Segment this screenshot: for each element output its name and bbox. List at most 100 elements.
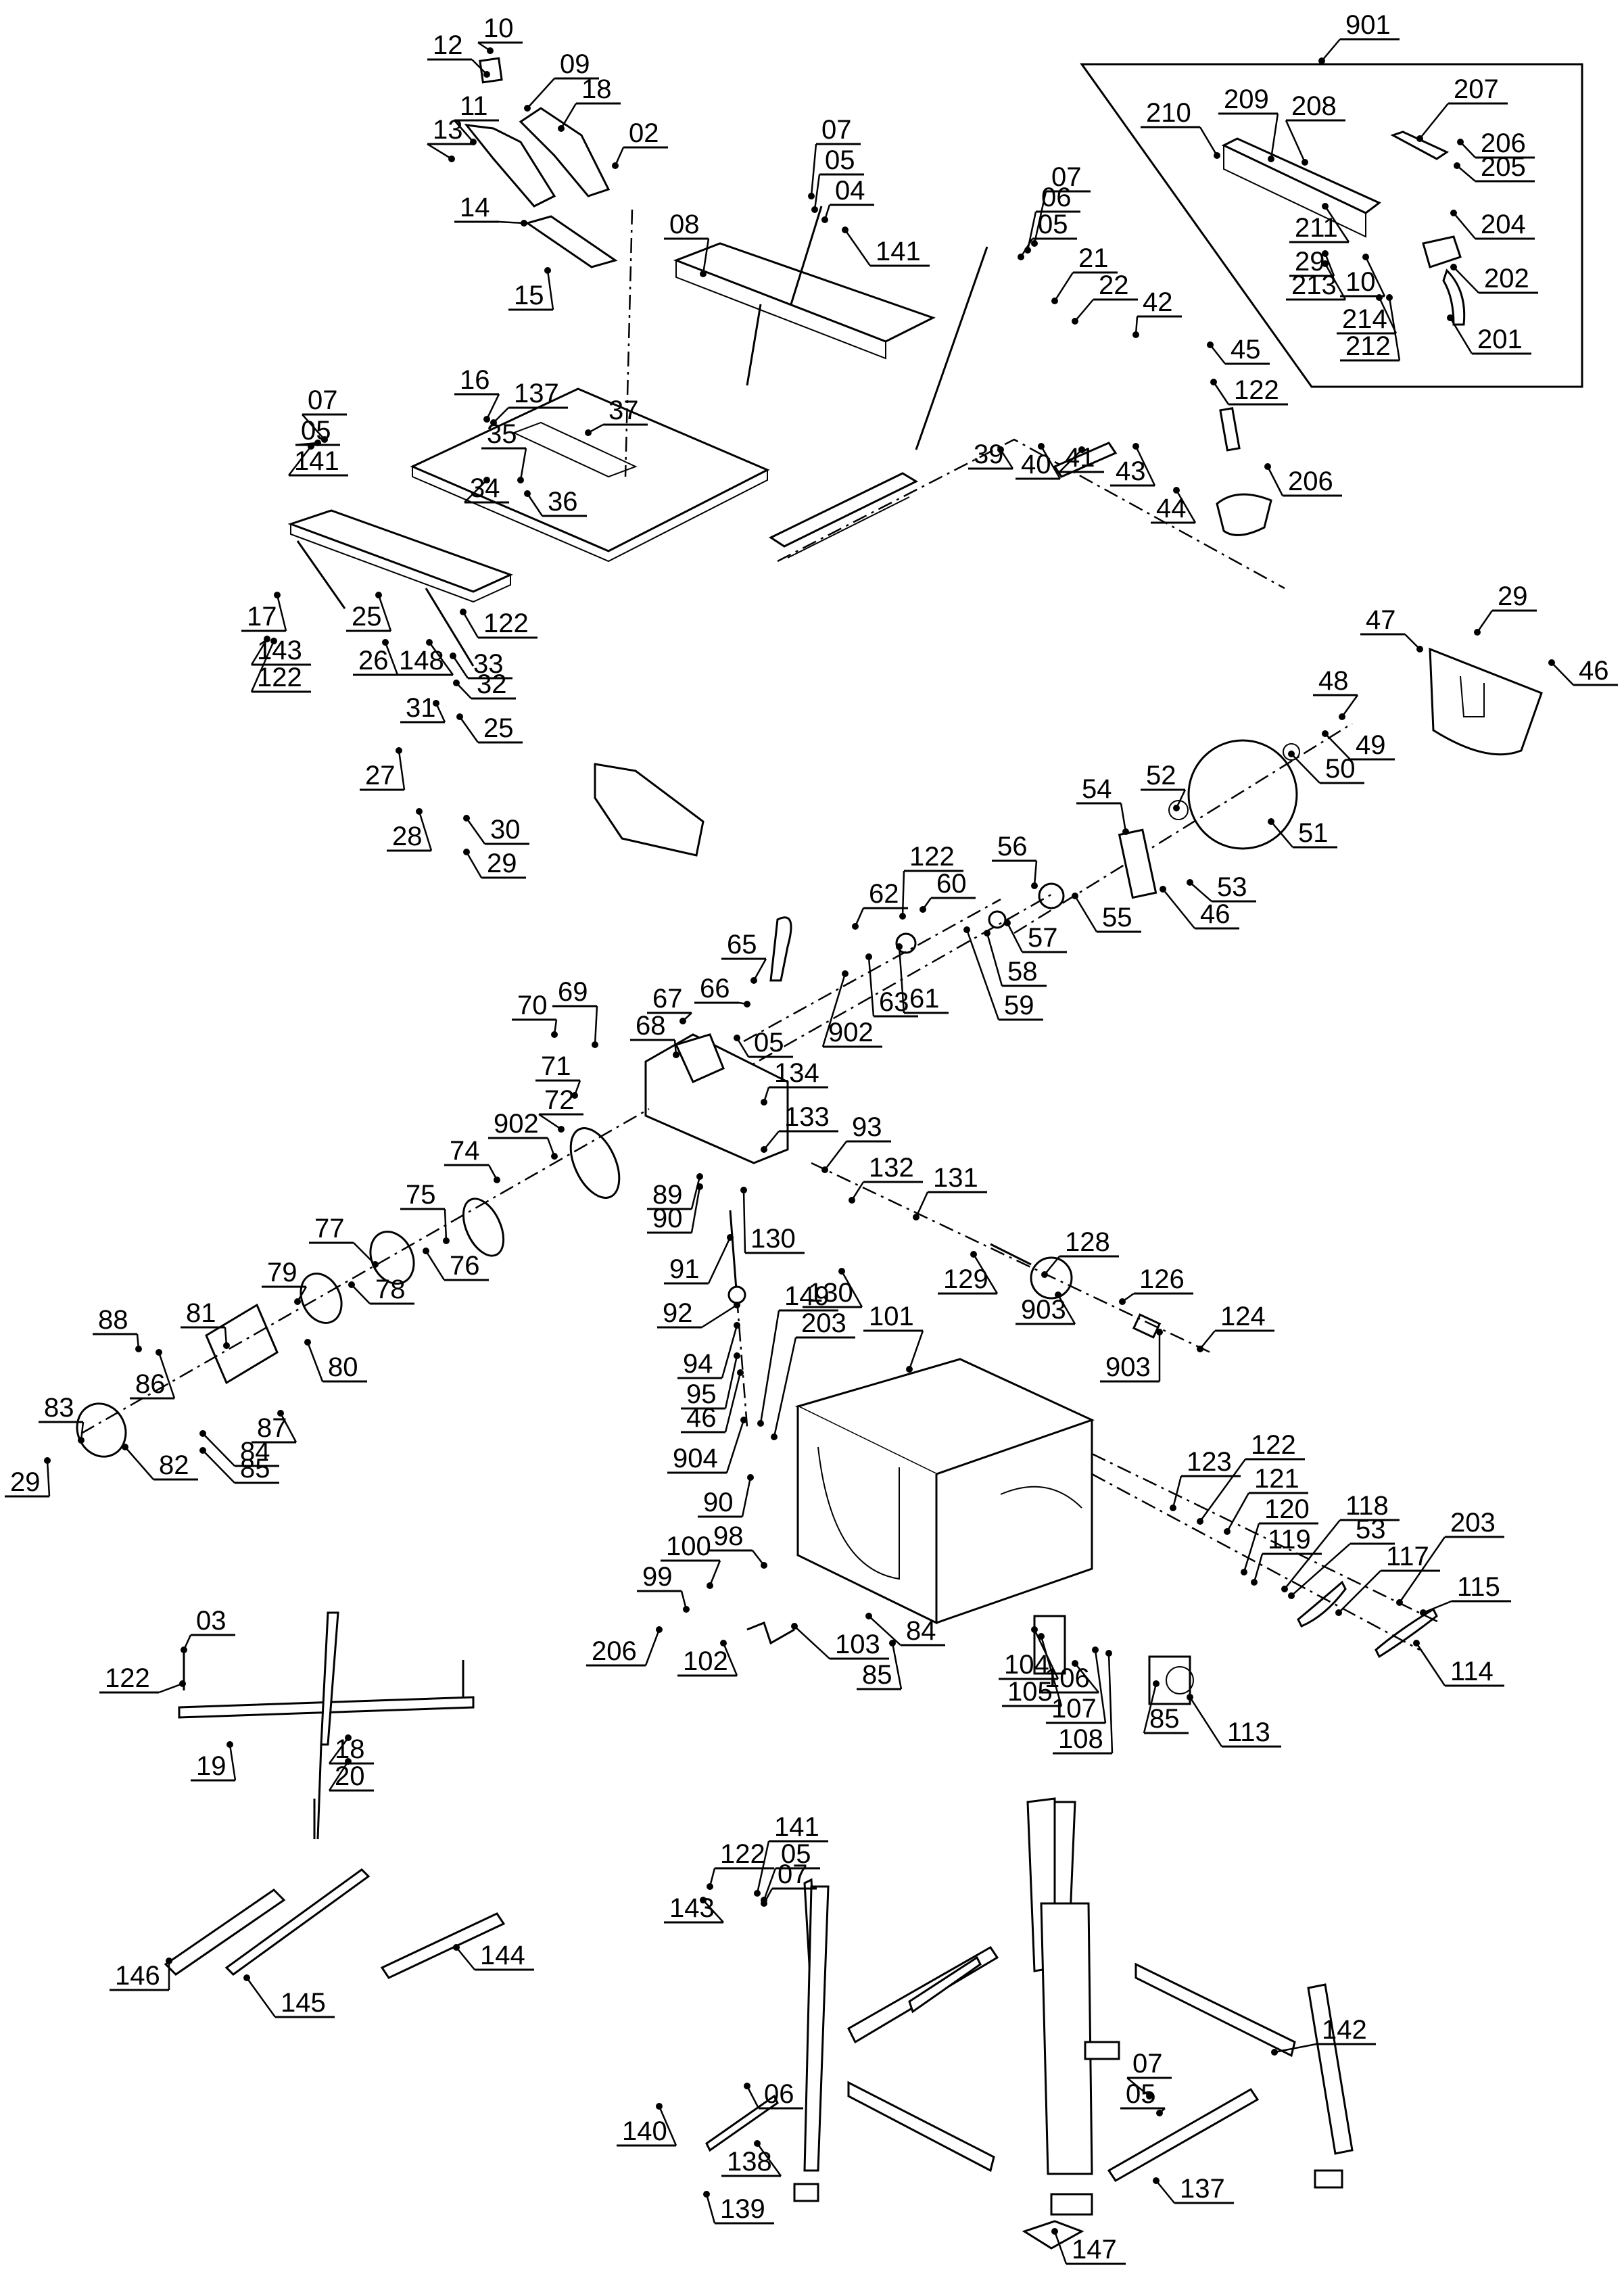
anchor-dot bbox=[744, 2083, 750, 2089]
leader-line bbox=[353, 1242, 376, 1265]
part-number-label: 22 bbox=[1099, 270, 1129, 300]
callout-05: 05 bbox=[1120, 2079, 1166, 2116]
anchor-dot bbox=[264, 636, 270, 642]
part-number-label: 79 bbox=[267, 1258, 297, 1287]
part-number-label: 213 bbox=[1291, 270, 1337, 300]
callout-87: 87 bbox=[252, 1410, 297, 1444]
anchor-dot bbox=[78, 1437, 85, 1444]
part-number-label: 31 bbox=[406, 693, 436, 723]
leader-line bbox=[746, 2085, 760, 2109]
callout-77: 77 bbox=[309, 1214, 379, 1268]
callout-143: 143 bbox=[664, 1893, 724, 1924]
anchor-dot bbox=[460, 609, 467, 615]
callout-62: 62 bbox=[852, 879, 908, 930]
part-number-label: 903 bbox=[1021, 1295, 1066, 1325]
leader-line bbox=[724, 1355, 738, 1409]
leader-line bbox=[1324, 733, 1351, 760]
callout-90: 90 bbox=[647, 1183, 703, 1234]
anchor-dot bbox=[372, 1261, 379, 1268]
anchor-dot bbox=[1396, 1599, 1403, 1606]
part-number-label: 130 bbox=[750, 1224, 796, 1254]
part-number-label: 69 bbox=[558, 977, 588, 1007]
leader-line bbox=[1274, 2043, 1317, 2054]
callout-115: 115 bbox=[1420, 1572, 1511, 1616]
part-number-label: 35 bbox=[487, 419, 517, 449]
callout-13: 13 bbox=[427, 115, 472, 162]
anchor-dot bbox=[1386, 294, 1393, 301]
callout-130: 130 bbox=[803, 1268, 863, 1308]
leader-line bbox=[328, 1737, 350, 1764]
part-number-label: 206 bbox=[592, 1636, 637, 1666]
part-number-label: 06 bbox=[764, 2079, 794, 2109]
anchor-dot bbox=[456, 713, 463, 720]
leader-line bbox=[158, 1352, 176, 1399]
leader-line bbox=[986, 932, 1003, 987]
leader-line bbox=[763, 1868, 777, 1901]
part-number-label: 05 bbox=[825, 145, 855, 175]
leader-line bbox=[229, 1744, 237, 1781]
callout-74: 74 bbox=[444, 1136, 500, 1183]
callout-14: 14 bbox=[454, 193, 527, 227]
part-number-label: 05 bbox=[1126, 2079, 1156, 2109]
part-number-label: 15 bbox=[514, 281, 544, 310]
anchor-dot bbox=[761, 1146, 767, 1153]
anchor-dot bbox=[1339, 713, 1345, 720]
part-number-label: 122 bbox=[257, 663, 302, 692]
anchor-dot bbox=[1051, 298, 1058, 304]
anchor-dot bbox=[761, 1900, 767, 1907]
part-number-label: 07 bbox=[1051, 162, 1082, 192]
part-number-label: 85 bbox=[1149, 1704, 1180, 1734]
part-number-label: 208 bbox=[1291, 91, 1337, 121]
callout-134: 134 bbox=[761, 1058, 828, 1106]
part-number-label: 93 bbox=[852, 1112, 882, 1142]
anchor-dot bbox=[754, 1890, 761, 1897]
part-number-label: 71 bbox=[541, 1051, 571, 1081]
anchor-dot bbox=[696, 1183, 703, 1190]
leader-line bbox=[658, 2106, 677, 2146]
leader-line bbox=[1189, 1697, 1223, 1747]
leader-line bbox=[1006, 922, 1024, 953]
leader-line bbox=[824, 1141, 847, 1170]
part-number-label: 101 bbox=[869, 1302, 914, 1331]
part-number-label: 209 bbox=[1224, 85, 1269, 114]
part-number-label: 57 bbox=[1028, 923, 1058, 953]
callout-07: 07 bbox=[761, 1859, 817, 1907]
anchor-dot bbox=[1214, 152, 1220, 159]
part-number-label: 25 bbox=[352, 602, 382, 632]
anchor-dot bbox=[984, 930, 990, 937]
leader-line bbox=[1143, 1683, 1157, 1734]
anchor-dot bbox=[707, 1582, 713, 1589]
leader-line bbox=[1398, 1536, 1446, 1603]
part-number-label: 123 bbox=[1187, 1447, 1232, 1477]
part-number-label: 131 bbox=[933, 1163, 978, 1193]
leader-line bbox=[1057, 1294, 1076, 1325]
anchor-dot bbox=[524, 490, 531, 497]
part-number-label: 141 bbox=[876, 237, 921, 266]
callout-206: 206 bbox=[1457, 128, 1535, 159]
callout-46: 46 bbox=[681, 1369, 744, 1433]
anchor-dot bbox=[1031, 882, 1038, 889]
motor-assembly bbox=[76, 1108, 650, 1458]
leader-line bbox=[462, 611, 479, 638]
part-number-label: 90 bbox=[652, 1204, 683, 1233]
anchor-dot bbox=[1018, 254, 1024, 260]
part-number-label: 207 bbox=[1454, 74, 1499, 104]
part-number-label: 70 bbox=[517, 991, 548, 1020]
leader-line bbox=[427, 143, 452, 160]
part-number-label: 77 bbox=[314, 1214, 345, 1243]
leader-line bbox=[690, 1186, 701, 1233]
part-number-label: 20 bbox=[335, 1761, 365, 1791]
callout-122: 122 bbox=[99, 1663, 186, 1694]
anchor-dot bbox=[308, 443, 314, 450]
leader-line bbox=[1107, 1653, 1114, 1754]
anchor-dot bbox=[179, 1680, 186, 1687]
anchor-dot bbox=[865, 953, 872, 960]
callout-102: 102 bbox=[677, 1640, 738, 1677]
leader-line bbox=[868, 1615, 901, 1646]
anchor-dot bbox=[1457, 139, 1464, 145]
leader-line bbox=[773, 1337, 797, 1438]
leader-line bbox=[1291, 753, 1320, 784]
callout-19: 19 bbox=[191, 1741, 237, 1782]
callout-91: 91 bbox=[664, 1234, 734, 1285]
anchor-dot bbox=[1153, 2177, 1160, 2184]
